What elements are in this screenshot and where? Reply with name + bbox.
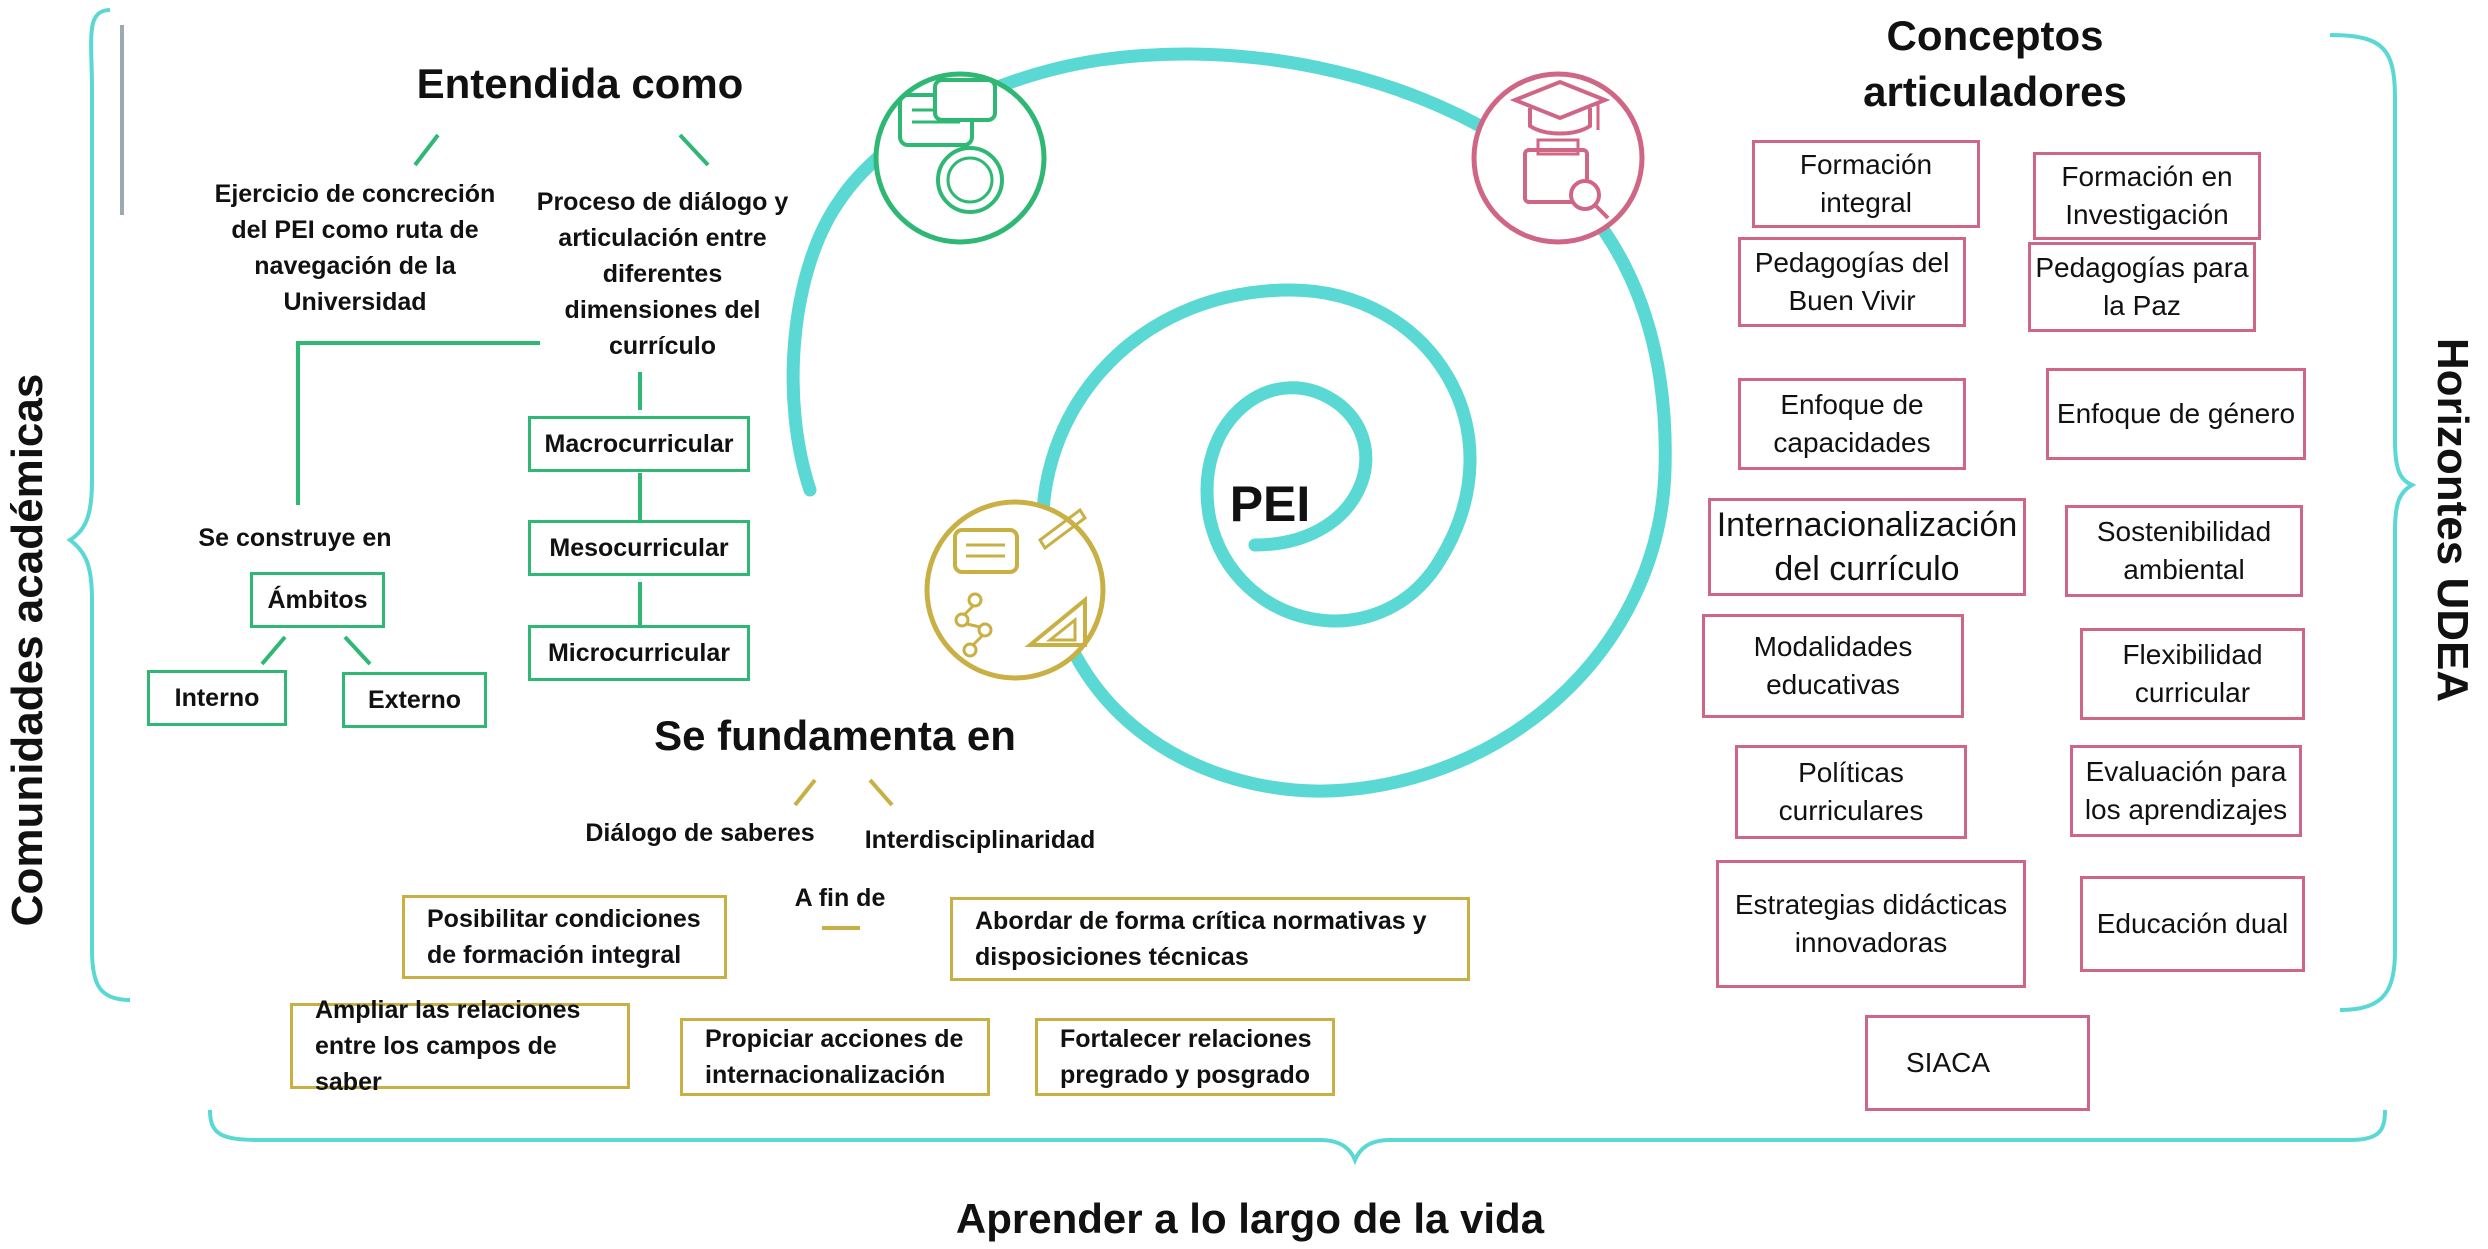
afin-label: A fin de (794, 884, 886, 912)
bottom-label: Aprender a lo largo de la vida (955, 1195, 1545, 1242)
fundamenta-title: Se fundamenta en (654, 712, 1016, 759)
concepto-sostenibilidad: Sostenibilidad ambiental (2065, 505, 2303, 597)
entendida-right-text: Proceso de diálogo y articulación entre … (536, 188, 789, 360)
right-brace (2329, 33, 2417, 1012)
right-side-label: Horizontes UDEA (2428, 337, 2477, 703)
conceptos-title: Conceptos articuladores (1863, 12, 2127, 115)
interdisciplinariedad: Interdisciplinaridad (864, 826, 1096, 854)
bottom-brace (208, 1109, 2387, 1166)
center-pei-label: PEI (1229, 476, 1311, 532)
concepto-evaluacion: Evaluación para los aprendizajes (2070, 745, 2302, 837)
concepto-pedagogias-paz: Pedagogías para la Paz (2028, 242, 2256, 332)
concepto-enfoque-capacidades: Enfoque de capacidades (1738, 378, 1966, 470)
macrocurricular-box: Macrocurricular (528, 416, 750, 472)
concepto-educacion-dual: Educación dual (2080, 876, 2305, 972)
left-side-label: Comunidades académicas (3, 373, 52, 927)
microcurricular-box: Microcurricular (528, 625, 750, 681)
concepto-enfoque-genero: Enfoque de género (2046, 368, 2306, 460)
fundamenta-box-2: Abordar de forma crítica normativas y di… (950, 897, 1470, 981)
concepto-politicas: Políticas curriculares (1735, 745, 1967, 839)
concepto-formacion-investigacion: Formación en Investigación (2033, 152, 2261, 240)
ambitos-box: Ámbitos (250, 572, 385, 628)
concepto-formacion-integral: Formación integral (1752, 140, 1980, 228)
entendida-left-text: Ejercicio de concreción del PEI como rut… (214, 180, 496, 316)
interno-box: Interno (147, 670, 287, 726)
green-connectors (260, 133, 710, 666)
externo-box: Externo (342, 672, 487, 728)
spiral (786, 47, 1672, 798)
fundamenta-box-4: Propiciar acciones de internacionalizaci… (680, 1018, 990, 1096)
entendida-title: Entendida como (416, 60, 744, 107)
green-icon-circle (873, 71, 1047, 245)
left-brace (66, 8, 131, 1002)
gold-connectors (793, 778, 894, 930)
pink-icon-circle (1471, 71, 1645, 245)
fundamenta-box-3: Ampliar las relaciones entre los campos … (290, 996, 630, 1096)
gold-icon-circle (924, 499, 1106, 681)
concepto-siaca: SIACA (1865, 1015, 2090, 1111)
concepto-internacionalizacion: Internacionalización del currículo (1708, 498, 2026, 596)
dialogo-saberes: Diálogo de saberes (585, 819, 815, 847)
mesocurricular-box: Mesocurricular (528, 520, 750, 576)
concepto-estrategias: Estrategias didácticas innovadoras (1716, 860, 2026, 988)
construye-label: Se construye en (198, 524, 392, 552)
fundamenta-box-1: Posibilitar condiciones de formación int… (402, 895, 727, 979)
concepto-modalidades: Modalidades educativas (1702, 614, 1964, 718)
concepto-flexibilidad: Flexibilidad curricular (2080, 628, 2305, 720)
concepto-pedagogias-buen-vivir: Pedagogías del Buen Vivir (1738, 237, 1966, 327)
fundamenta-box-5: Fortalecer relaciones pregrado y posgrad… (1035, 1018, 1335, 1096)
